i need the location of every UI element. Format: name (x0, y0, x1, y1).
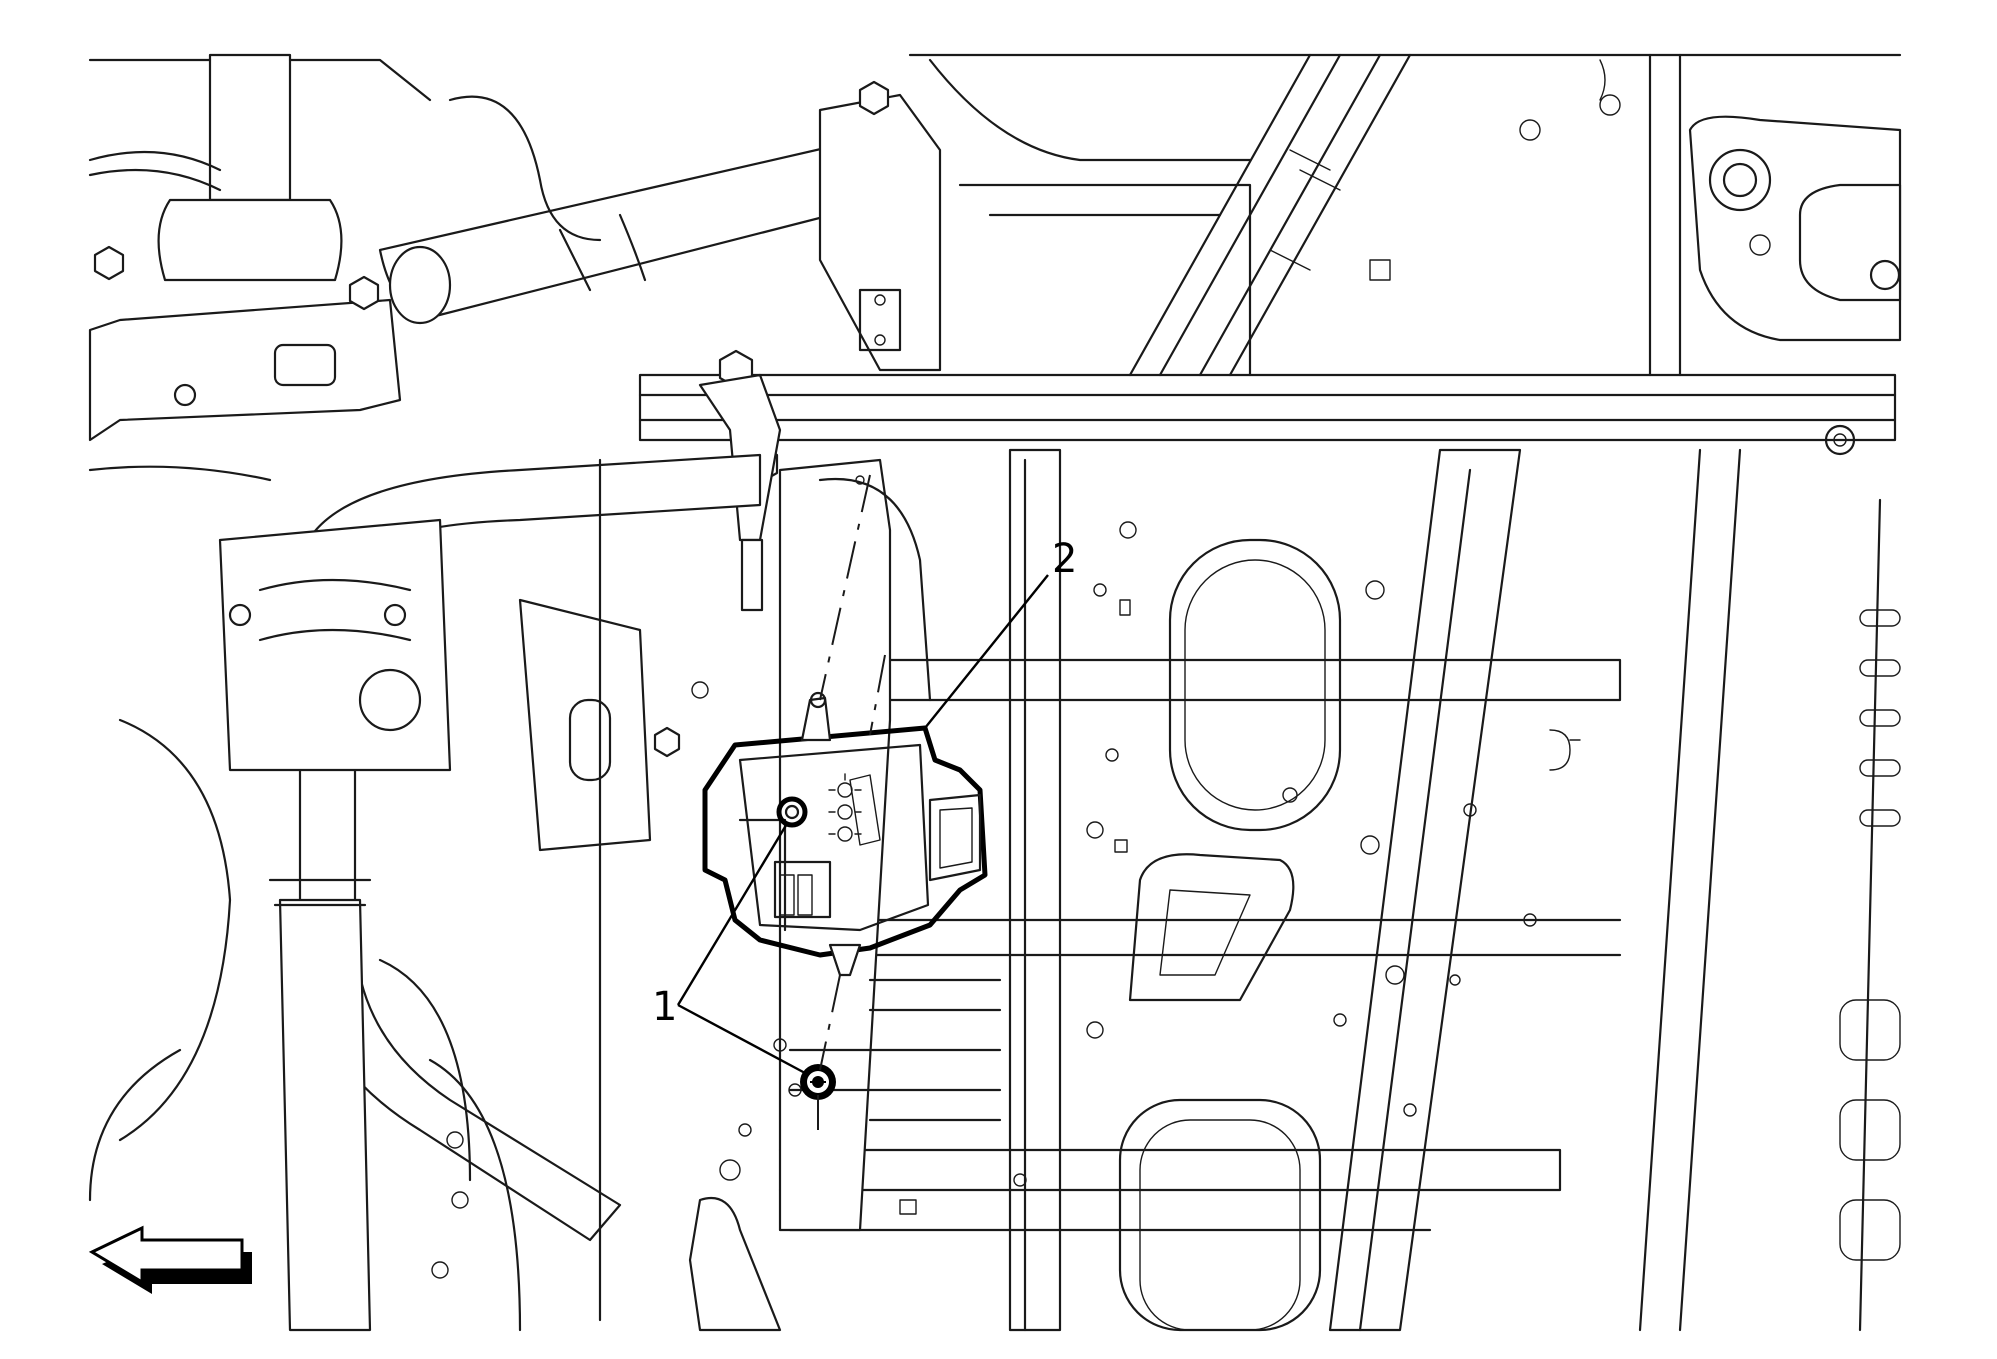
install-centerlines (817, 474, 886, 1130)
arrow-left-outline-icon (88, 1225, 252, 1294)
vehicle-frame (638, 53, 1902, 1332)
subframe-plate (598, 458, 1027, 1332)
callout-label-2: 2 (1052, 536, 1077, 582)
callout-label-1: 1 (652, 984, 677, 1030)
front-suspension (88, 53, 942, 1332)
callout-leaders (676, 574, 1049, 1075)
control-module (702, 691, 988, 977)
mounting-nut (800, 1064, 836, 1100)
